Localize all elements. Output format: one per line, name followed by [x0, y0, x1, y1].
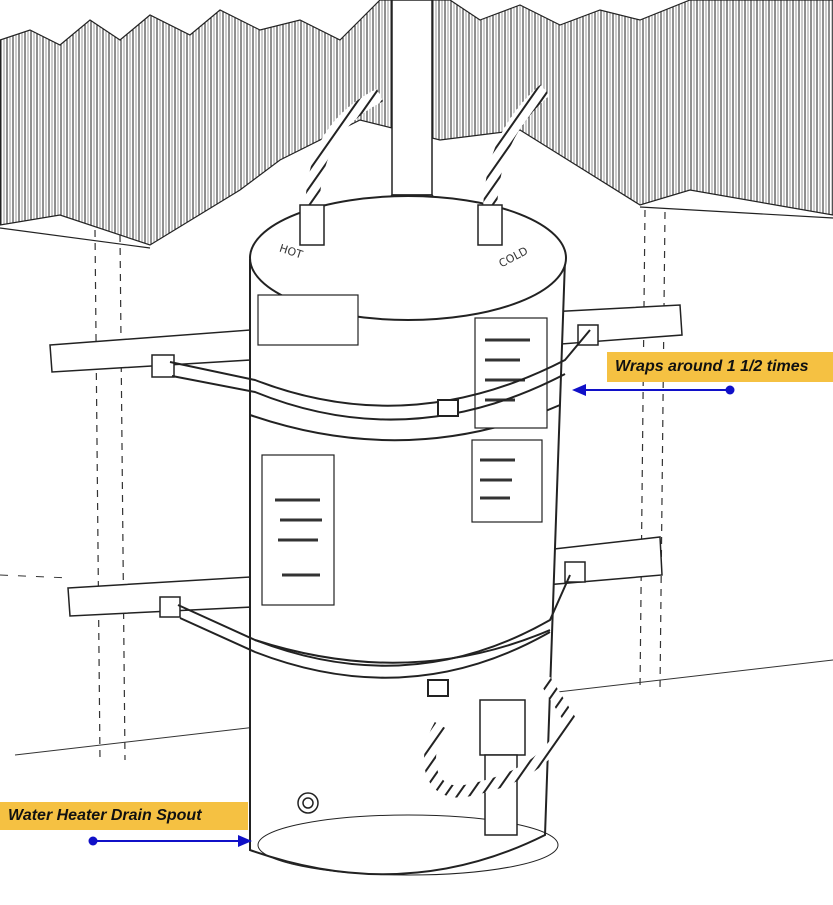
hot-water-line [299, 88, 384, 246]
lower-mounting-board [67, 536, 663, 618]
drain-arrow [88, 835, 252, 847]
stud-lines [94, 209, 666, 761]
gas-control-valve [424, 676, 577, 836]
upper-strap [169, 329, 591, 421]
wraps-arrow [572, 384, 735, 396]
drain-spout [297, 792, 319, 814]
lower-strap [177, 574, 571, 697]
callout-drain-spout: Water Heater Drain Spout [0, 802, 248, 830]
callout-wraps-around: Wraps around 1 1/2 times [607, 352, 833, 382]
cold-water-line [477, 84, 550, 246]
label-plate-lines [275, 338, 530, 577]
